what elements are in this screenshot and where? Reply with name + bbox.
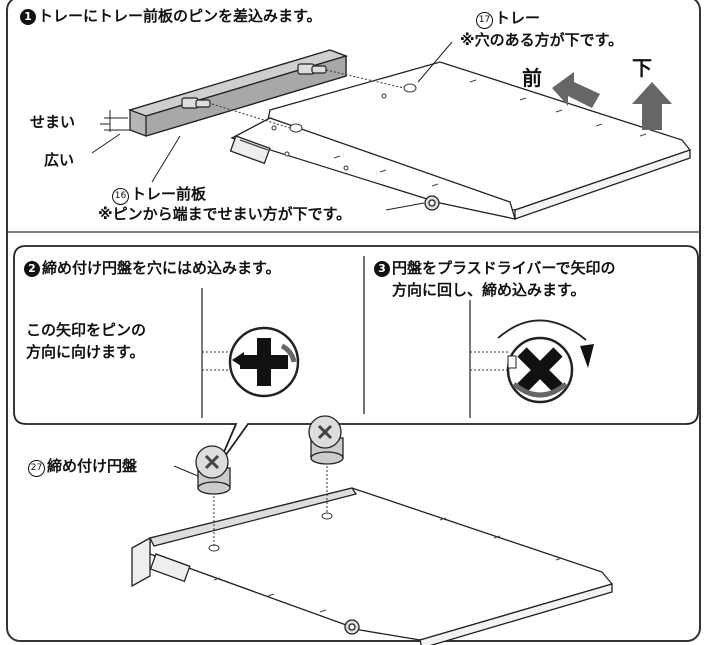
front-panel-number: 16 [112,188,129,205]
front-panel-name: トレー前板 [131,185,207,203]
pins [181,63,327,109]
disc-bottom-left [195,445,231,495]
disc-name: 締め付け円盤 [47,457,138,475]
callout-box [13,245,699,467]
step1-number: 1 [20,9,36,25]
step2-arrow-note-2: 方向に向けます。 [26,343,145,361]
narrow-label: せまい [30,113,76,131]
step3-text-2: 方向に回し、締め込みます。 [392,281,586,299]
disc-step3 [506,336,574,404]
disc-step2 [228,326,300,398]
wide-label: 広い [44,151,75,169]
step3-number: 3 [374,261,390,277]
step2-arrow-note-1: この矢印をピンの [26,321,147,339]
step1-text: トレーにトレー前板のピンを差込みます。 [38,7,322,25]
outer-frame [6,0,701,642]
step2-number: 2 [24,261,40,277]
step3-text-1: 円盤をプラスドライバーで矢印の [392,259,616,277]
direction-arrows [552,72,672,130]
front-direction-label: 前 [522,66,542,90]
tray-note: ※穴のある方が下です。 [460,31,624,49]
disc-bottom-right [308,415,344,465]
tray-number: 17 [476,12,493,29]
down-direction-label: 下 [632,56,652,80]
step2-text: 締め付け円盤を穴にはめ込みます。 [42,259,281,277]
disc-number: 27 [28,460,45,477]
tray-step1 [229,61,692,220]
tray-name: トレー [495,9,541,27]
front-panel-note: ※ピンから端までせまい方が下です。 [98,205,352,223]
tray-step-bottom [131,487,614,645]
